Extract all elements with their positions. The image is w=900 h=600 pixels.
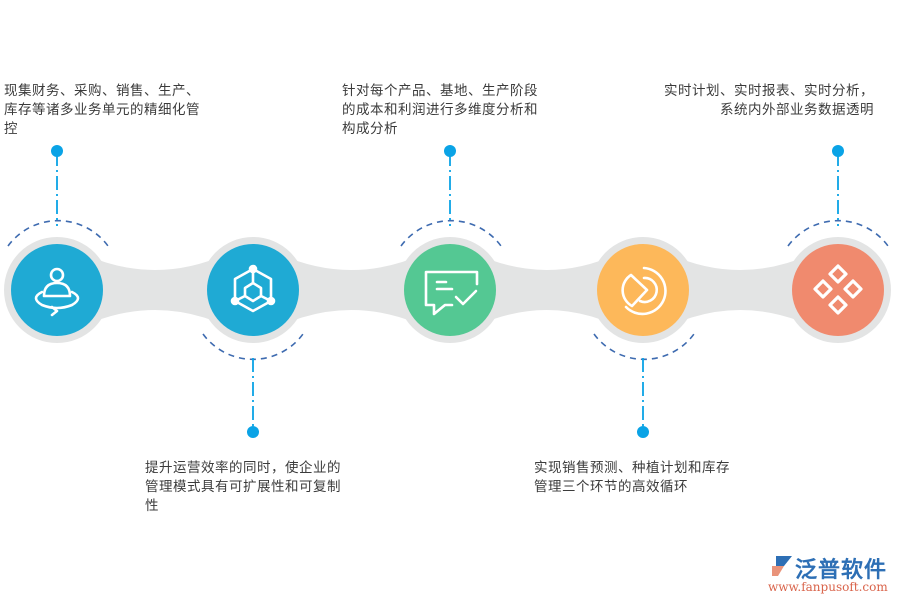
person-rotate-icon: [34, 267, 80, 317]
brand-logo: 泛普软件 www.fanpusoft.com: [768, 552, 898, 598]
step-4-text: 实现销售预测、种植计划和库存 管理三个环节的高效循环: [534, 459, 764, 497]
step-5-line-1: 实时计划、实时报表、实时分析，: [664, 83, 874, 99]
step-4-line-1: 实现销售预测、种植计划和库存: [534, 460, 730, 476]
message-check-icon: [424, 270, 479, 316]
step-3-circle: [404, 244, 496, 336]
step-4-circle: [597, 244, 689, 336]
step-2-line-1: 提升运营效率的同时，使企业的: [145, 460, 341, 476]
step-1-line-1: 现集财务、采购、销售、生产、: [4, 83, 200, 99]
step-1-circle: [11, 244, 103, 336]
four-diamonds-icon: [813, 264, 863, 315]
step-1-line-2: 库存等诸多业务单元的精细化管: [4, 102, 200, 118]
pins: [51, 145, 844, 438]
hexagon-network-icon: [230, 264, 276, 313]
step-2-line-3: 性: [145, 498, 159, 514]
step-3-text: 针对每个产品、基地、生产阶段 的成本和利润进行多维度分析和 构成分析: [342, 82, 572, 139]
logo-mark-icon: [772, 556, 792, 576]
step-3-line-2: 的成本和利润进行多维度分析和: [342, 102, 538, 118]
step-1-line-3: 控: [4, 121, 18, 137]
logo-name: 泛普软件: [795, 558, 888, 583]
pie-chart-icon: [621, 266, 667, 316]
step-3-line-3: 构成分析: [342, 121, 398, 137]
step-3-line-1: 针对每个产品、基地、生产阶段: [342, 83, 538, 99]
step-5-circle: [792, 244, 884, 336]
step-4-line-2: 管理三个环节的高效循环: [534, 479, 688, 495]
step-2-circle: [207, 244, 299, 336]
logo-url: www.fanpusoft.com: [768, 580, 888, 594]
step-2-text: 提升运营效率的同时，使企业的 管理模式具有可扩展性和可复制 性: [145, 459, 375, 516]
step-2-line-2: 管理模式具有可扩展性和可复制: [145, 479, 341, 495]
step-5-line-2: 系统内外部业务数据透明: [720, 102, 874, 118]
step-1-text: 现集财务、采购、销售、生产、 库存等诸多业务单元的精细化管 控: [4, 82, 234, 139]
step-5-text: 实时计划、实时报表、实时分析， 系统内外部业务数据透明: [620, 82, 874, 120]
